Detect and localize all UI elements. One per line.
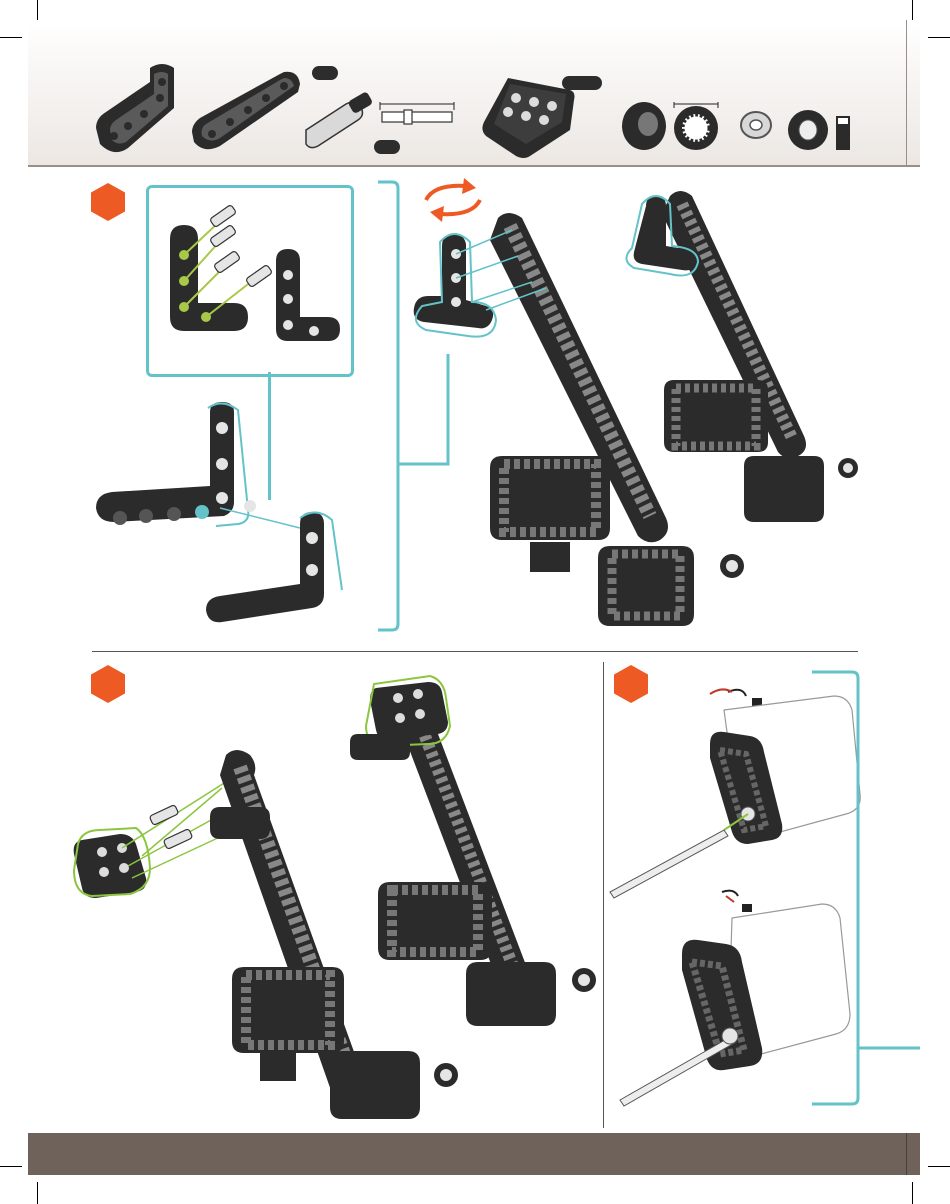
quantity-label-pill — [562, 76, 602, 90]
crop-mark — [928, 37, 950, 38]
crop-mark — [0, 1166, 22, 1167]
crop-mark — [0, 37, 22, 38]
quantity-label-pill — [312, 66, 338, 80]
l-beam-part-icon — [92, 60, 192, 156]
crop-mark — [912, 0, 913, 22]
section-divider-vertical — [603, 662, 604, 1128]
parts-bar-right-rule — [906, 20, 907, 165]
arm-assembly-complete — [630, 186, 870, 526]
arm-step2-complete — [340, 672, 610, 1052]
crop-mark — [37, 1182, 38, 1204]
crop-mark — [928, 1166, 950, 1167]
l-beam-pin-insertion-detail — [150, 195, 350, 365]
section-divider — [92, 651, 858, 652]
washer-part-icon — [738, 108, 774, 142]
step3-bracket — [812, 670, 922, 1106]
crop-mark — [912, 1182, 913, 1204]
wheel-part-icon — [786, 106, 856, 152]
beam-assembly-step1 — [90, 398, 390, 638]
pin-dimension-scale-icon — [378, 100, 458, 132]
footer-band — [28, 1133, 920, 1175]
quantity-label-pill — [374, 140, 400, 154]
step-badge-hexagon — [91, 183, 125, 221]
footer-right-rule — [906, 1133, 907, 1175]
gear-part-icon — [618, 96, 728, 156]
straight-beam-part-icon — [186, 66, 306, 156]
connector-pin-part-icon — [300, 92, 380, 152]
step-badge-hexagon — [91, 665, 125, 703]
crop-mark — [37, 0, 38, 22]
